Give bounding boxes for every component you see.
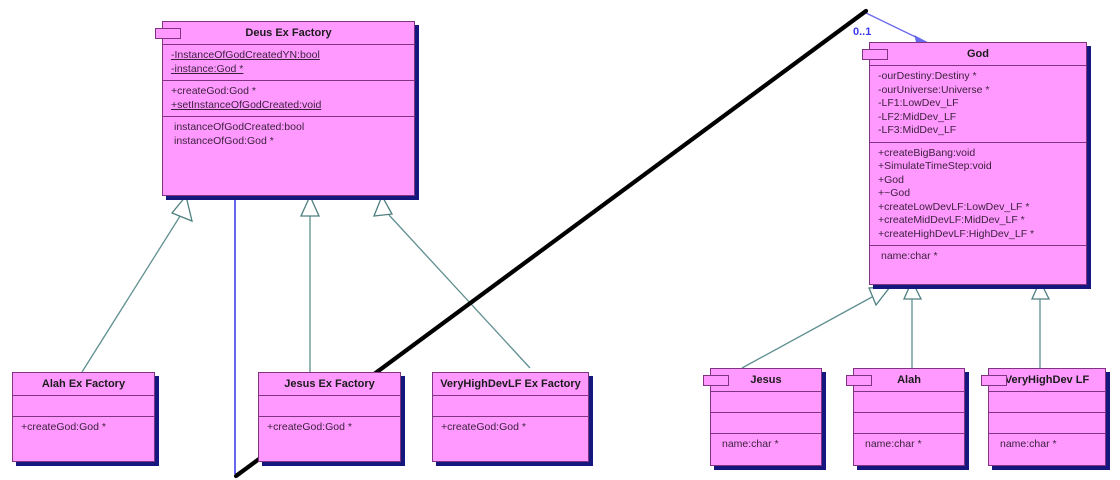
generalization-veryhighdevlfexfactory-to-deusexfactory xyxy=(372,194,531,369)
class-title-deus-ex-factory: Deus Ex Factory xyxy=(163,22,414,45)
generalization-jesus-to-god xyxy=(741,286,892,369)
properties-compartment: name:char * xyxy=(989,434,1105,456)
attributes-compartment xyxy=(989,392,1105,413)
class-title-veryhighdevlf-ex-factory: VeryHighDevLF Ex Factory xyxy=(433,373,588,396)
operations-compartment: +createBigBang:void +SimulateTimeStep:vo… xyxy=(870,143,1086,246)
attribute-row: -InstanceOfGodCreatedYN:bool xyxy=(171,49,320,61)
class-title-god: God xyxy=(870,43,1086,66)
attributes-compartment xyxy=(433,396,588,417)
property-row: name:char * xyxy=(1000,438,1057,450)
class-icon-tab xyxy=(703,375,729,386)
class-title-alah-ex-factory: Alah Ex Factory xyxy=(13,373,154,396)
property-row: name:char * xyxy=(722,438,779,450)
class-icon-tab xyxy=(862,49,888,60)
attributes-compartment xyxy=(854,392,964,413)
attribute-row: -instance:God * xyxy=(171,62,244,75)
generalization-veryhighdevlf-to-god xyxy=(1030,279,1051,368)
operations-compartment: +createGod:God * xyxy=(13,417,154,439)
class-box-alah[interactable]: Alah name:char * xyxy=(846,368,965,466)
attributes-compartment: -ourDestiny:Destiny * -ourUniverse:Unive… xyxy=(870,66,1086,143)
class-icon-tab xyxy=(981,375,1007,386)
operation-row: +God xyxy=(878,173,904,186)
attribute-row: -LF1:LowDev_LF xyxy=(878,97,959,109)
operation-row: +createGod:God * xyxy=(267,421,352,433)
property-row: instanceOfGod:God * xyxy=(174,134,274,147)
operation-row: +SimulateTimeStep:void xyxy=(878,160,992,172)
operations-compartment xyxy=(854,413,964,434)
attributes-compartment xyxy=(13,396,154,417)
properties-compartment: instanceOfGodCreated:bool instanceOfGod:… xyxy=(163,117,414,152)
class-box-alah-ex-factory[interactable]: Alah Ex Factory +createGod:God * xyxy=(12,372,155,462)
generalization-jesusexfactory-to-deusexfactory xyxy=(299,194,321,372)
attribute-row: -ourDestiny:Destiny * xyxy=(878,70,977,82)
class-title-jesus-ex-factory: Jesus Ex Factory xyxy=(259,373,400,396)
operation-row: +createMidDevLF:MidDev_LF * xyxy=(878,214,1025,226)
class-box-god[interactable]: God -ourDestiny:Destiny * -ourUniverse:U… xyxy=(862,42,1087,285)
operation-row: +~God xyxy=(878,187,911,199)
class-box-veryhighdevlf-ex-factory[interactable]: VeryHighDevLF Ex Factory +createGod:God … xyxy=(432,372,589,462)
operations-compartment: +createGod:God * xyxy=(259,417,400,439)
attributes-compartment xyxy=(259,396,400,417)
properties-compartment: name:char * xyxy=(870,246,1086,268)
generalization-alah-to-god xyxy=(902,279,923,368)
attribute-row: -ourUniverse:Universe * xyxy=(878,83,990,96)
class-box-veryhighdev-lf[interactable]: VeryHighDev LF name:char * xyxy=(981,368,1106,466)
class-icon-tab xyxy=(155,28,181,39)
operation-row: +createGod:God * xyxy=(171,85,256,97)
property-row: name:char * xyxy=(881,250,938,262)
property-row: name:char * xyxy=(865,438,922,450)
operation-row: +setInstanceOfGodCreated:void xyxy=(171,98,322,111)
properties-compartment: name:char * xyxy=(854,434,964,456)
property-row: instanceOfGodCreated:bool xyxy=(174,121,305,133)
operations-compartment: +createGod:God * +setInstanceOfGodCreate… xyxy=(163,81,414,117)
generalization-alahexfactory-to-deusexfactory xyxy=(81,194,193,373)
properties-compartment: name:char * xyxy=(711,434,821,456)
operations-compartment xyxy=(989,413,1105,434)
operations-compartment xyxy=(711,413,821,434)
class-box-deus-ex-factory[interactable]: Deus Ex Factory -InstanceOfGodCreatedYN:… xyxy=(155,21,415,196)
operation-row: +createGod:God * xyxy=(441,421,526,433)
attributes-compartment xyxy=(711,392,821,413)
class-box-jesus[interactable]: Jesus name:char * xyxy=(703,368,822,466)
class-icon-tab xyxy=(846,375,872,386)
operation-row: +createHighDevLF:HighDev_LF * xyxy=(878,227,1035,240)
operation-row: +createBigBang:void xyxy=(878,146,976,159)
attribute-row: -LF3:MidDev_LF xyxy=(878,124,957,136)
operation-row: +createLowDevLF:LowDev_LF * xyxy=(878,200,1030,213)
class-title-alah: Alah xyxy=(854,369,964,392)
multiplicity-label-god: 0..1 xyxy=(853,26,872,38)
class-title-veryhighdev-lf: VeryHighDev LF xyxy=(989,369,1105,392)
operation-row: +createGod:God * xyxy=(21,421,106,433)
attributes-compartment: -InstanceOfGodCreatedYN:bool -instance:G… xyxy=(163,45,414,81)
attribute-row: -LF2:MidDev_LF xyxy=(878,110,957,123)
operations-compartment: +createGod:God * xyxy=(433,417,588,439)
class-box-jesus-ex-factory[interactable]: Jesus Ex Factory +createGod:God * xyxy=(258,372,401,462)
